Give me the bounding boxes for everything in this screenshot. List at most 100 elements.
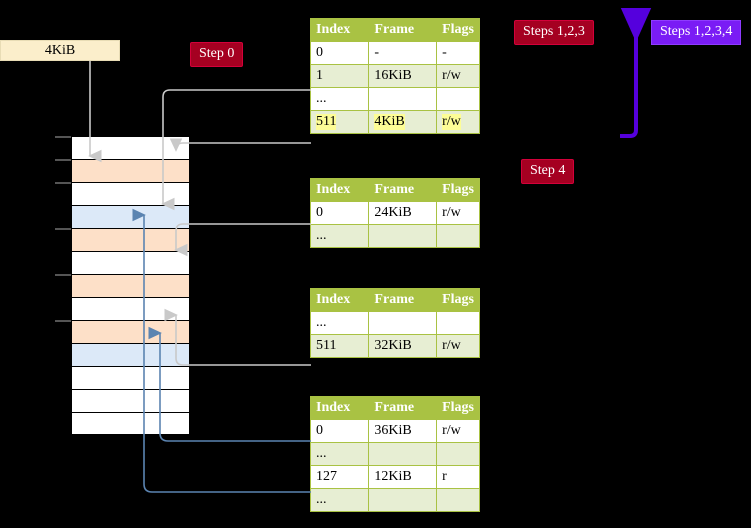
memory-frame-tick: [55, 182, 71, 184]
table-row: 0 24KiB r/w: [309, 201, 480, 225]
table-cell: ...: [309, 442, 370, 466]
table-row: 0 36KiB r/w: [309, 419, 480, 443]
table-cell: -: [368, 41, 438, 65]
table-cell: 0: [309, 201, 370, 225]
table-cell: 127: [309, 465, 370, 489]
memory-frame-row: [71, 343, 190, 366]
connector-table3-row511-to-memory: [164, 308, 311, 366]
table-cell: 4KiB: [368, 110, 438, 134]
table-header-index: Index: [309, 288, 370, 312]
table-cell-value: 36KiB: [374, 423, 412, 438]
table-row: ...: [309, 87, 480, 111]
table-cell-value: 16KiB: [374, 68, 412, 83]
table-cell: 1: [309, 64, 370, 88]
table-cell: 0: [309, 419, 370, 443]
table-cell-value: 511: [316, 114, 337, 130]
table-cell: ...: [309, 87, 370, 111]
table-row: 1 16KiB r/w: [309, 64, 480, 88]
memory-frame-row: [71, 389, 190, 412]
memory-frame-tick: [55, 228, 71, 230]
memory-frame-row: [71, 251, 190, 274]
step-0-badge: Step 0: [190, 42, 244, 67]
table-cell: r/w: [436, 201, 480, 225]
table-cell: 0: [309, 41, 370, 65]
table-cell: 16KiB: [368, 64, 438, 88]
step-4-badge-label: Step 4: [530, 163, 566, 178]
table-cell-value: r: [442, 469, 447, 484]
memory-frame-tick: [55, 159, 71, 161]
table-cell: [436, 311, 480, 335]
table-cell-value: -: [374, 45, 380, 60]
table-cell: [436, 224, 480, 248]
steps-bracket-arrow: [620, 8, 652, 138]
table-header-frame: Frame: [368, 288, 438, 312]
memory-frame-row: [71, 205, 190, 228]
table-cell: 32KiB: [368, 334, 438, 358]
table-cell-value: r/w: [442, 205, 461, 220]
memory-frame-tick: [55, 136, 71, 138]
memory-frame-row: [71, 297, 190, 320]
table-cell-value: r/w: [442, 114, 461, 130]
steps-1234-badge: Steps 1,2,3,4: [651, 20, 742, 45]
table-cell: r/w: [436, 64, 480, 88]
memory-frame-row: [71, 274, 190, 297]
step-4-badge: Step 4: [521, 159, 575, 184]
table-cell: [436, 488, 480, 512]
table-cell-value: 12KiB: [374, 469, 412, 484]
table-cell: 12KiB: [368, 465, 438, 489]
connector-table1-row511-to-memory: [174, 142, 311, 157]
kib-memory-box-label: 4KiB: [44, 42, 76, 58]
table-header-frame: Frame: [368, 396, 438, 420]
memory-frame-tick: [55, 320, 71, 322]
table-cell-value: 24KiB: [374, 205, 412, 220]
table-cell: [368, 442, 438, 466]
table-row: ...: [309, 224, 480, 248]
table-cell: ...: [309, 224, 370, 248]
table-cell-value: -: [442, 45, 447, 60]
memory-frame-tick: [55, 274, 71, 276]
table-cell: [368, 224, 438, 248]
table-cell-value: r/w: [442, 338, 461, 353]
table-header-index: Index: [309, 178, 370, 202]
table-header-index: Index: [309, 18, 370, 42]
table-cell: r: [436, 465, 480, 489]
table-cell: r/w: [436, 419, 480, 443]
table-cell: [368, 311, 438, 335]
table-header-index: Index: [309, 396, 370, 420]
table-cell-value: ...: [316, 228, 327, 243]
table-header-flags: Flags: [436, 178, 480, 202]
kib-memory-box: 4KiB: [0, 40, 120, 61]
table-cell-value: ...: [316, 446, 327, 461]
table-cell: 36KiB: [368, 419, 438, 443]
table-cell: [368, 488, 438, 512]
table-cell-value: 127: [316, 469, 337, 484]
table-row: 127 12KiB r: [309, 465, 480, 489]
table-cell-value: 0: [316, 45, 323, 60]
table-cell: 24KiB: [368, 201, 438, 225]
memory-frame-row: [71, 159, 190, 182]
steps-1234-badge-label: Steps 1,2,3,4: [660, 24, 733, 39]
table-header-flags: Flags: [436, 396, 480, 420]
table-cell-value: 0: [316, 423, 323, 438]
table-cell: 511: [309, 110, 370, 134]
table-cell: -: [436, 41, 480, 65]
table-cell-value: r/w: [442, 68, 461, 83]
table-cell: ...: [309, 488, 370, 512]
steps-123-badge-label: Steps 1,2,3: [523, 24, 585, 39]
memory-frame-row: [71, 320, 190, 343]
table-cell-value: ...: [316, 492, 327, 507]
table-header-flags: Flags: [436, 288, 480, 312]
table-cell: [436, 442, 480, 466]
memory-frame-row: [71, 366, 190, 389]
table-cell-value: 1: [316, 68, 323, 83]
memory-frame-row: [71, 228, 190, 251]
table-header-frame: Frame: [368, 178, 438, 202]
steps-123-badge: Steps 1,2,3: [514, 20, 594, 45]
table-cell: [436, 87, 480, 111]
table-cell: r/w: [436, 334, 480, 358]
table-cell-value: 4KiB: [374, 114, 405, 130]
